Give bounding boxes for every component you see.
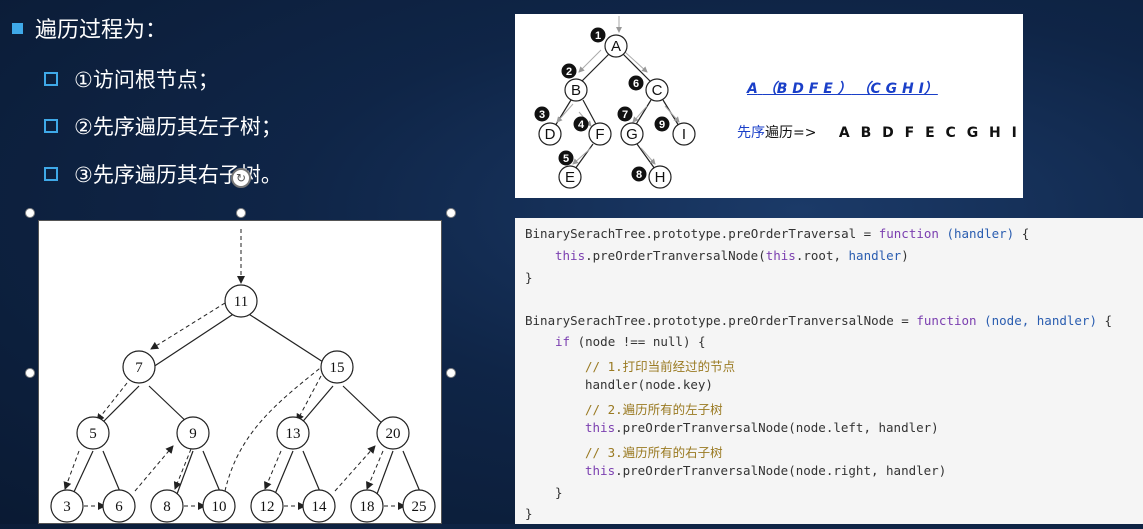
- tree-node-label: G: [626, 126, 638, 143]
- code-line: this.preOrderTranversalNode(node.left, h…: [585, 420, 939, 435]
- hollow-square-icon: [44, 167, 58, 181]
- step-number: 1: [595, 30, 601, 42]
- group-left: （B D F E ）: [762, 81, 852, 97]
- code-line: handler(node.key): [585, 377, 713, 392]
- bst-node-label: 10: [212, 499, 227, 515]
- resize-handle-right[interactable]: [446, 368, 456, 378]
- result-sequence: A B D F E C G H I: [838, 125, 1017, 141]
- bst-node-label: 11: [234, 294, 248, 310]
- code-comment: // 2.遍历所有的左子树: [585, 402, 723, 417]
- bst-node-label: 18: [360, 499, 375, 515]
- bst-node-label: 13: [286, 426, 301, 442]
- group-expression: A （B D F E ） （C G H I）: [747, 78, 938, 98]
- code-line: }: [525, 270, 533, 285]
- step-number: 8: [636, 169, 642, 181]
- bst-node-label: 15: [330, 360, 345, 376]
- code-line: this.preOrderTranversalNode(node.right, …: [585, 463, 947, 478]
- step-number: 7: [622, 109, 628, 121]
- bst-node-label: 9: [189, 426, 197, 442]
- step-number: 3: [539, 109, 545, 121]
- tree-node-label: I: [682, 126, 686, 143]
- code-line: }: [525, 506, 533, 521]
- bullet-item-text: ②先序遍历其左子树；: [74, 115, 282, 139]
- hollow-square-icon: [44, 72, 58, 86]
- group-right: （C G H I）: [856, 81, 938, 97]
- group-root: A: [747, 81, 758, 97]
- tree-node-label: D: [545, 126, 556, 143]
- bst-node-label: 25: [412, 499, 427, 515]
- bst-node-label: 14: [312, 499, 328, 515]
- tree-node-label: F: [595, 126, 604, 143]
- bst-diagram: 11 7 15 5 9 13 20 3 6 8 10 12 14 18 25: [50, 229, 436, 523]
- hollow-square-icon: [44, 119, 58, 133]
- bullet-item-text: ①访问根节点；: [74, 68, 219, 92]
- tree-node-label: C: [652, 82, 663, 99]
- code-comment: // 3.遍历所有的右子树: [585, 445, 723, 460]
- bst-node-label: 12: [260, 499, 275, 515]
- tree-node-label: A: [611, 38, 621, 55]
- bst-node-label: 20: [386, 426, 401, 442]
- tree-node-label: B: [571, 82, 581, 99]
- code-line: BinarySerachTree.prototype.preOrderTranv…: [525, 313, 1113, 328]
- step-number: 6: [633, 78, 639, 90]
- result-prefix: 先序: [737, 125, 765, 141]
- rotate-handle-icon[interactable]: ↻: [231, 168, 251, 188]
- code-panel[interactable]: BinarySerachTree.prototype.preOrderTrave…: [515, 218, 1143, 524]
- bst-node-label: 8: [163, 499, 171, 515]
- bst-node-label: 7: [135, 360, 143, 376]
- bst-node-label: 3: [63, 499, 71, 515]
- step-number: 2: [566, 66, 572, 78]
- bst-node-label: 6: [115, 499, 123, 515]
- resize-handle-top-left[interactable]: [25, 208, 35, 218]
- step-number: 5: [563, 153, 569, 165]
- tree-node-label: E: [565, 169, 575, 186]
- resize-handle-left[interactable]: [25, 368, 35, 378]
- bullet-item-2: ②先序遍历其左子树；: [44, 111, 282, 141]
- resize-handle-top[interactable]: [236, 208, 246, 218]
- code-comment: // 1.打印当前经过的节点: [585, 359, 736, 374]
- code-line: if (node !== null) {: [555, 334, 706, 349]
- code-line: BinarySerachTree.prototype.preOrderTrave…: [525, 226, 1030, 241]
- abc-tree-diagram: A B C D F G I E H 1 2 3 4 5 6: [534, 16, 696, 189]
- preorder-result: 先序遍历=> A B D F E C G H I: [737, 122, 1017, 142]
- bullet-heading: 遍历过程为：: [12, 12, 167, 44]
- bullet-square-icon: [12, 22, 23, 34]
- bst-image-frame: 11 7 15 5 9 13 20 3 6 8 10 12 14 18 25: [38, 220, 442, 524]
- tree-node-label: H: [655, 169, 666, 186]
- resize-handle-top-right[interactable]: [446, 208, 456, 218]
- bst-node-circles: [50, 284, 436, 523]
- bullet-item-1: ①访问根节点；: [44, 64, 219, 94]
- bst-image[interactable]: 11 7 15 5 9 13 20 3 6 8 10 12 14 18 25: [25, 208, 456, 524]
- step-number: 9: [659, 119, 665, 131]
- step-number: 4: [578, 119, 585, 131]
- code-line: this.preOrderTranversalNode(this.root, h…: [555, 248, 909, 263]
- result-label: 遍历=>: [765, 125, 817, 141]
- traversal-diagram-panel: A B C D F G I E H 1 2 3 4 5 6: [515, 14, 1023, 198]
- code-line: }: [555, 485, 563, 500]
- traversal-arrows: [63, 229, 406, 510]
- bst-edges: [72, 308, 422, 495]
- bst-node-label: 5: [89, 426, 97, 442]
- bullet-item-text: ③先序遍历其右子树。: [74, 163, 282, 187]
- bullet-heading-text: 遍历过程为：: [35, 18, 168, 43]
